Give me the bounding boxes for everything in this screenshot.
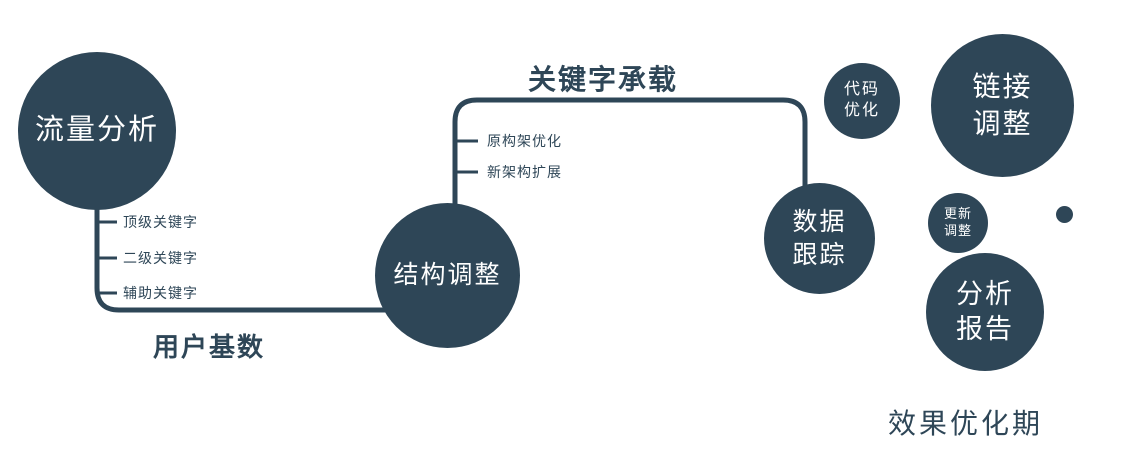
node-structure-adjustment: 结构调整	[375, 203, 520, 348]
edge-label-user-base: 用户基数	[153, 332, 266, 362]
node-link-adjustment-line2: 调整	[972, 107, 1033, 139]
branch-label-secondary-keyword: 二级关键字	[123, 250, 198, 266]
node-traffic-analysis-label: 流量分析	[34, 114, 159, 147]
node-link-adjustment: 链接 调整	[931, 34, 1074, 177]
node-code-optimization-line2: 优化	[843, 102, 880, 119]
node-code-optimization-line1: 代码	[843, 81, 880, 99]
node-update-adjustment-line1: 更新	[943, 206, 972, 222]
node-code-optimization: 代码 优化	[824, 63, 900, 139]
node-data-tracking-line2: 跟踪	[792, 240, 847, 269]
node-data-tracking: 数据 跟踪	[764, 183, 875, 294]
edge-traffic-to-structure	[94, 147, 453, 313]
node-structure-adjustment-label: 结构调整	[393, 261, 502, 290]
edge-label-keyword-carrying: 关键字承载	[528, 64, 679, 95]
node-update-adjustment: 更新 调整	[928, 193, 988, 253]
node-link-adjustment-line1: 链接	[972, 71, 1033, 103]
node-analysis-report-line2: 报告	[956, 314, 1014, 344]
node-data-tracking-line1: 数据	[792, 208, 847, 236]
node-update-adjustment-line2: 调整	[943, 223, 972, 238]
branch-label-top-keyword: 顶级关键字	[123, 214, 198, 230]
node-traffic-analysis: 流量分析	[18, 52, 176, 210]
branch-label-auxiliary-keyword: 辅助关键字	[123, 285, 198, 301]
footer-caption: 效果优化期	[888, 408, 1044, 439]
node-analysis-report: 分析 报告	[926, 253, 1044, 371]
bullet-dot	[1056, 206, 1073, 223]
node-analysis-report-line1: 分析	[956, 278, 1014, 309]
branch-label-new-architecture: 新架构扩展	[487, 164, 562, 180]
branch-label-original-architecture: 原构架优化	[487, 133, 562, 149]
edge-structure-to-tracking	[452, 97, 808, 248]
